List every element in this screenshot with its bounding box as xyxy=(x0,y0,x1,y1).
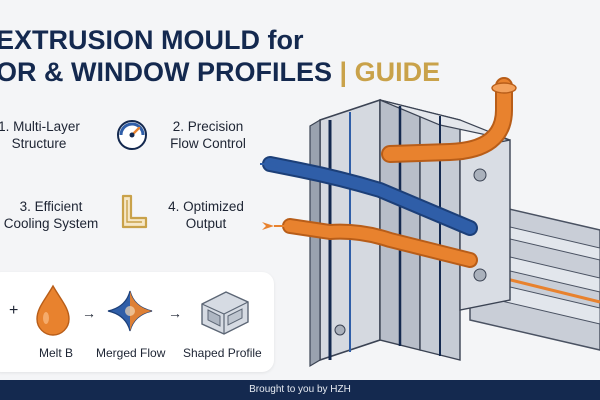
page-title: EXTRUSION MOULD for OR & WINDOW PROFILES… xyxy=(0,24,440,88)
merged-flow-label: Merged Flow xyxy=(96,346,166,360)
flow-arrow-1: → xyxy=(82,305,96,321)
feature-optimized-output: 4. Optimized Output xyxy=(168,199,244,231)
orange-melt-pipe xyxy=(282,218,478,268)
footer-credit: Brought to you by HZH xyxy=(0,380,600,400)
shaped-profile-label: Shaped Profile xyxy=(183,346,262,360)
profile-corner-icon xyxy=(121,194,148,229)
blue-melt-pipe xyxy=(262,156,478,236)
gauge-icon xyxy=(117,120,147,150)
feature-precision-flow: 2. Precision Flow Control xyxy=(170,119,246,151)
shaped-profile-icon xyxy=(201,291,249,335)
feature-multi-layer: 1. Multi-Layer Structure xyxy=(0,119,80,151)
flow-arrow-2: → xyxy=(168,305,182,321)
title-line-2-text: OR & WINDOW PROFILES xyxy=(0,57,332,87)
title-separator: | xyxy=(339,57,348,87)
plus-sign: + xyxy=(9,302,19,319)
extrusion-mould-illustration xyxy=(260,77,600,368)
melt-b-label: Melt B xyxy=(39,346,74,360)
orange-inlet-pipe xyxy=(381,77,517,163)
merged-flow-icon xyxy=(107,290,153,332)
feature-cooling: 3. Efficient Cooling System xyxy=(3,199,99,231)
melt-drop-icon xyxy=(36,284,70,336)
title-line-2: OR & WINDOW PROFILES | GUIDE xyxy=(0,56,440,88)
title-line-1: EXTRUSION MOULD for xyxy=(0,25,304,55)
title-accent: GUIDE xyxy=(354,57,441,87)
outlet-arrow-orange xyxy=(262,222,274,230)
